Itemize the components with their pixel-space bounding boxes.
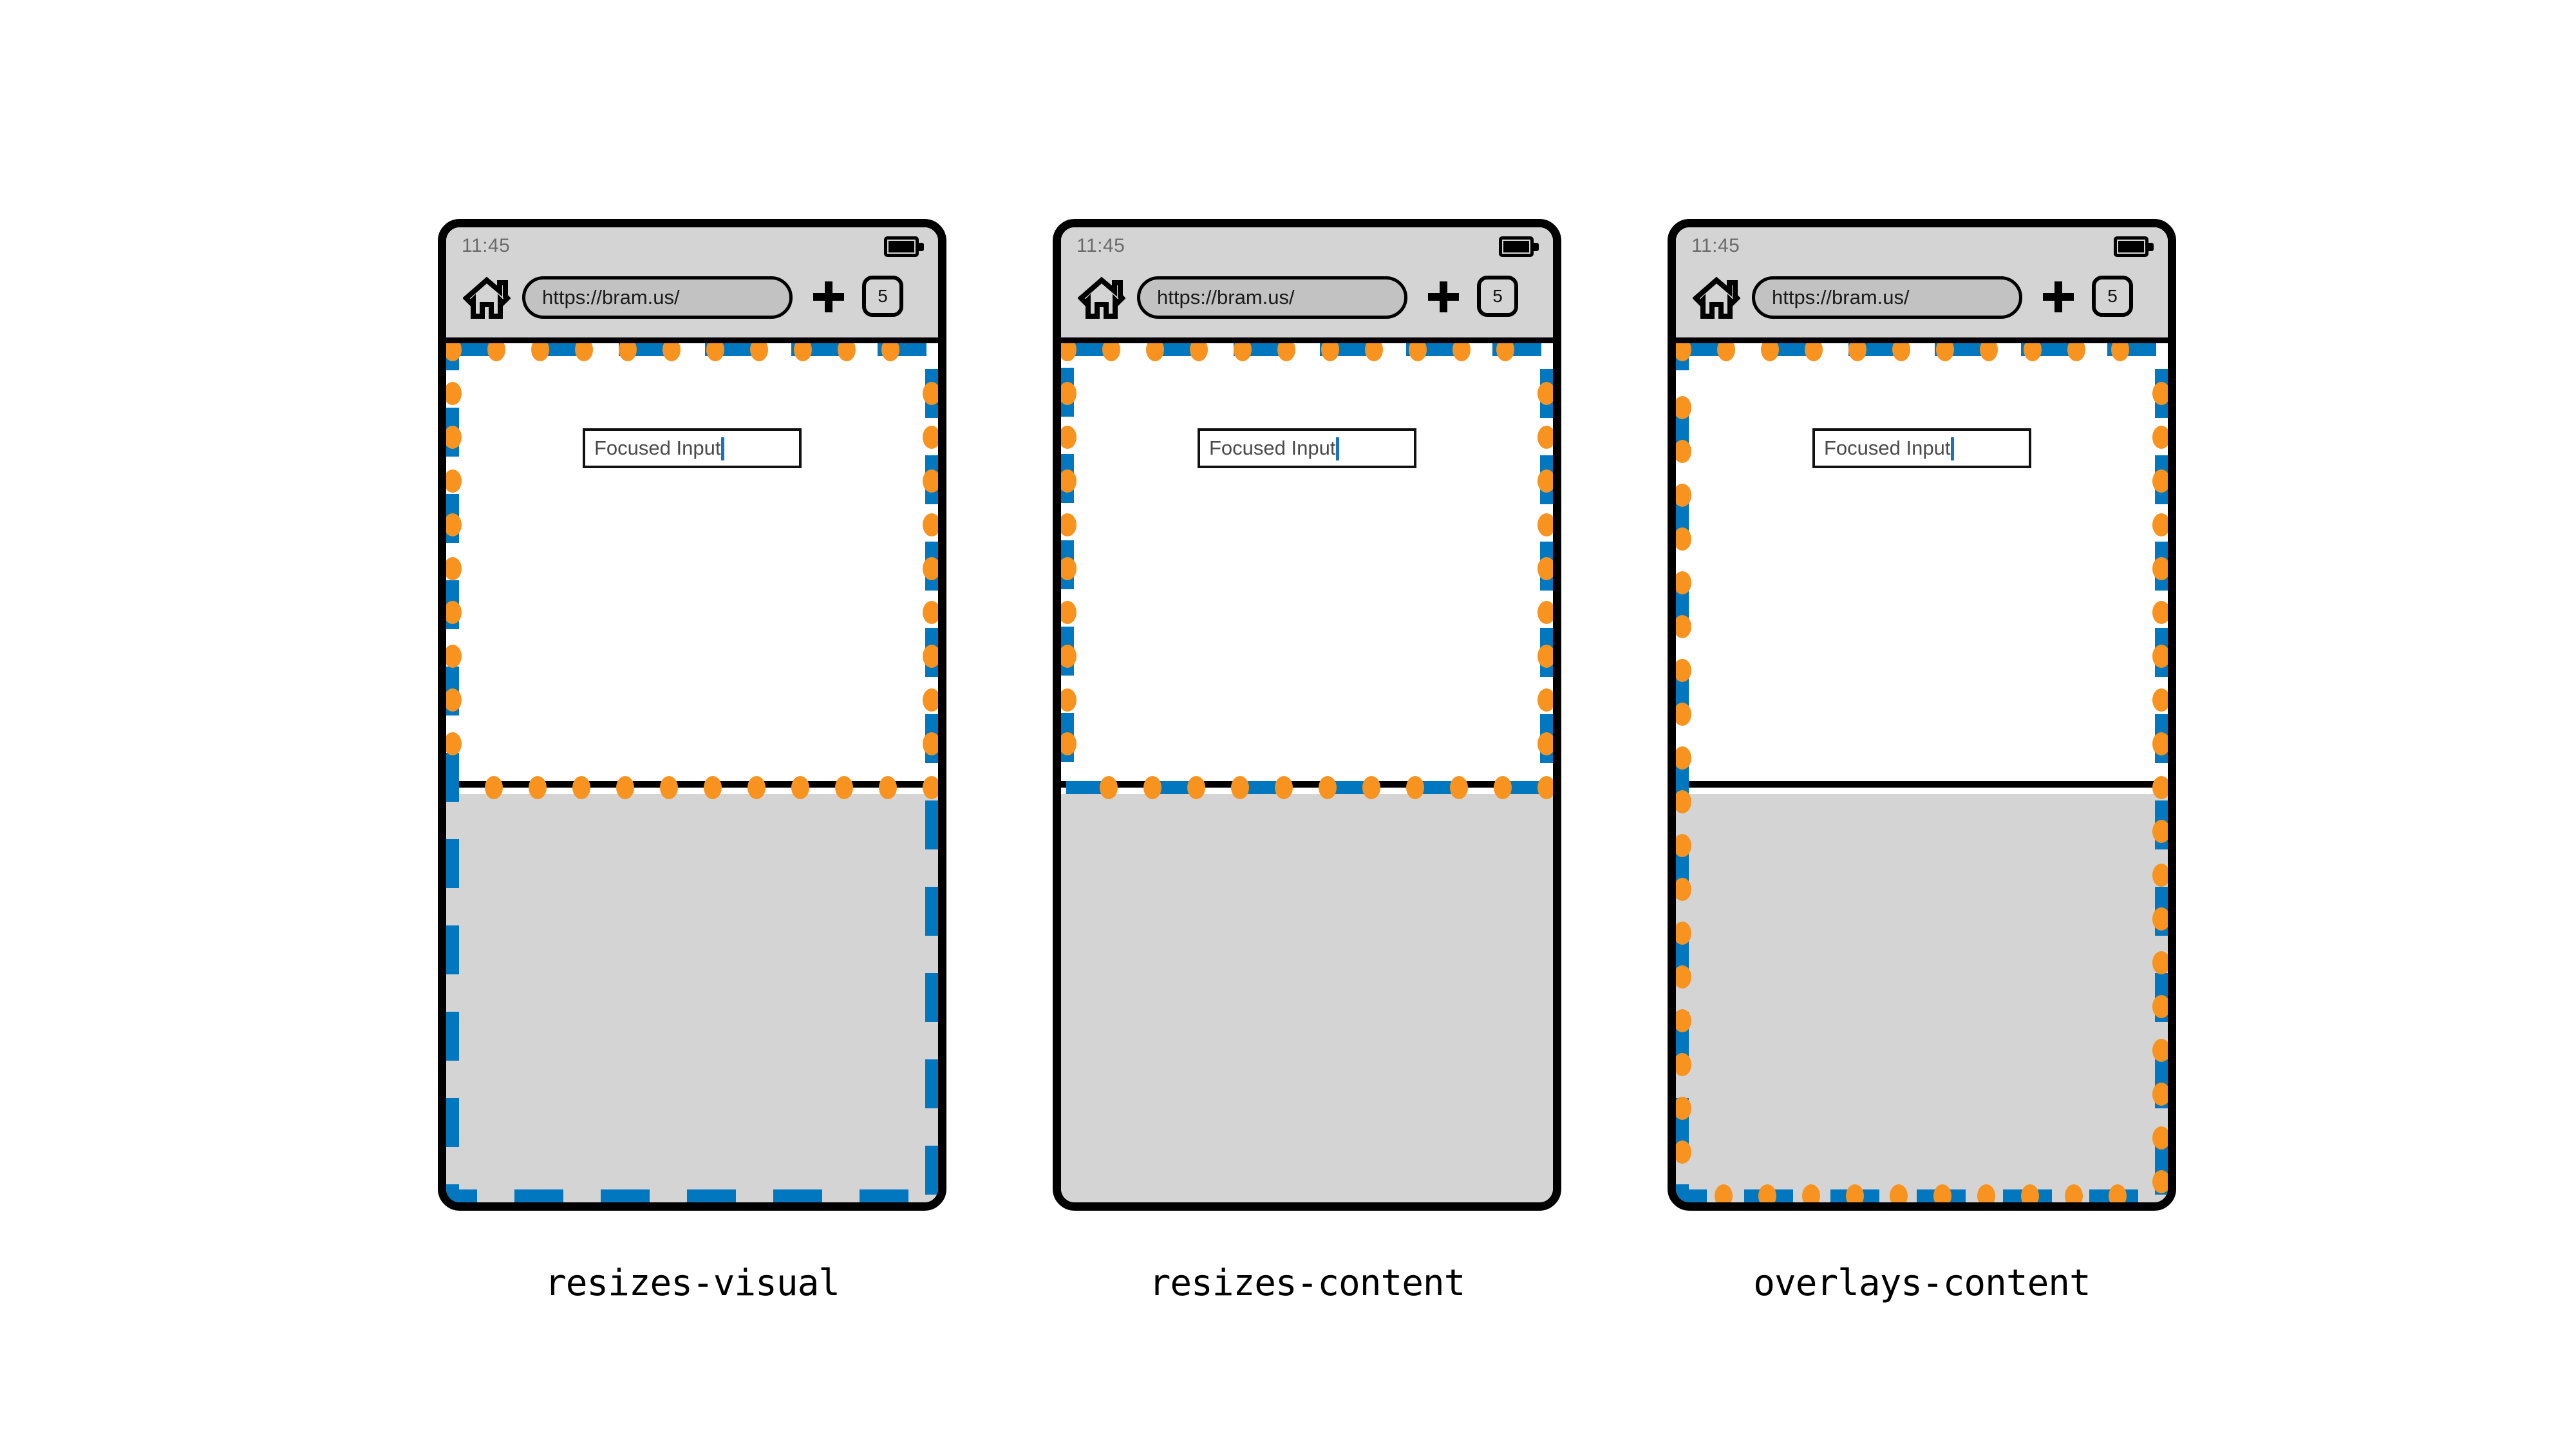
tab-count-button[interactable]: 5 — [1477, 276, 1518, 317]
plus-icon[interactable] — [2040, 279, 2076, 315]
status-bar: 11:45 — [446, 227, 938, 265]
plus-icon[interactable] — [1425, 279, 1462, 315]
battery-full-icon — [884, 236, 924, 257]
browser-chrome: 11:45 https://bram.us/ — [1061, 227, 1553, 343]
focused-input[interactable]: Focused Input — [1198, 428, 1416, 468]
url-bar[interactable]: https://bram.us/ — [522, 276, 793, 319]
content-viewport — [1061, 343, 1553, 788]
battery-nub — [2148, 243, 2154, 251]
home-icon[interactable] — [1077, 275, 1126, 320]
url-bar[interactable]: https://bram.us/ — [1752, 276, 2022, 319]
battery-full-icon — [2114, 236, 2154, 257]
panel-caption: overlays-content — [1753, 1262, 2091, 1304]
focused-input-value: Focused Input — [1824, 437, 1951, 459]
battery-fill — [1503, 241, 1529, 252]
status-clock: 11:45 — [1076, 235, 1125, 256]
phone-frame: 11:45 https://bram.us/ — [1053, 219, 1561, 1211]
virtual-keyboard — [1676, 794, 2168, 1202]
status-bar: 11:45 — [1061, 227, 1553, 265]
url-text: https://bram.us/ — [1772, 286, 1910, 308]
browser-chrome: 11:45 https://bram.us/ — [1676, 227, 2168, 343]
status-clock: 11:45 — [462, 235, 511, 256]
url-bar[interactable]: https://bram.us/ — [1137, 276, 1407, 319]
content-viewport — [446, 343, 938, 788]
url-text: https://bram.us/ — [542, 286, 680, 308]
url-text: https://bram.us/ — [1157, 286, 1295, 308]
home-icon[interactable] — [1692, 275, 1741, 320]
battery-full-icon — [1499, 236, 1539, 257]
text-caret — [1951, 437, 1954, 460]
browser-toolbar: https://bram.us/ 5 — [1061, 265, 1553, 337]
virtual-keyboard — [1061, 794, 1553, 1202]
phone-frame: 11:45 https://bram.us/ — [438, 219, 946, 1211]
panel-resizes-content: 11:45 https://bram.us/ — [1040, 219, 1574, 1304]
browser-toolbar: https://bram.us/ 5 — [1676, 265, 2168, 337]
tab-count-button[interactable]: 5 — [862, 276, 903, 317]
text-caret — [721, 437, 724, 460]
tab-count-button[interactable]: 5 — [2092, 276, 2133, 317]
focused-input[interactable]: Focused Input — [1812, 428, 2031, 468]
battery-fill — [2118, 241, 2144, 252]
panel-caption: resizes-content — [1149, 1262, 1466, 1304]
panel-resizes-visual: 11:45 https://bram.us/ — [425, 219, 959, 1304]
virtual-keyboard — [446, 794, 938, 1202]
focused-input[interactable]: Focused Input — [583, 428, 802, 468]
content-viewport — [1676, 343, 2168, 788]
browser-toolbar: https://bram.us/ 5 — [446, 265, 938, 337]
battery-nub — [919, 243, 924, 251]
panel-caption: resizes-visual — [544, 1262, 840, 1304]
phone-frame: 11:45 https://bram.us/ — [1668, 219, 2176, 1211]
battery-fill — [888, 241, 914, 252]
panel-overlays-content: 11:45 https://bram.us/ — [1655, 219, 2189, 1304]
battery-nub — [1534, 243, 1539, 251]
browser-chrome: 11:45 https://bram.us/ — [446, 227, 938, 343]
focused-input-value: Focused Input — [594, 437, 721, 459]
home-icon[interactable] — [462, 275, 511, 320]
plus-icon[interactable] — [811, 279, 847, 315]
text-caret — [1336, 437, 1339, 460]
status-bar: 11:45 — [1676, 227, 2168, 265]
status-clock: 11:45 — [1691, 235, 1740, 256]
focused-input-value: Focused Input — [1209, 437, 1336, 459]
